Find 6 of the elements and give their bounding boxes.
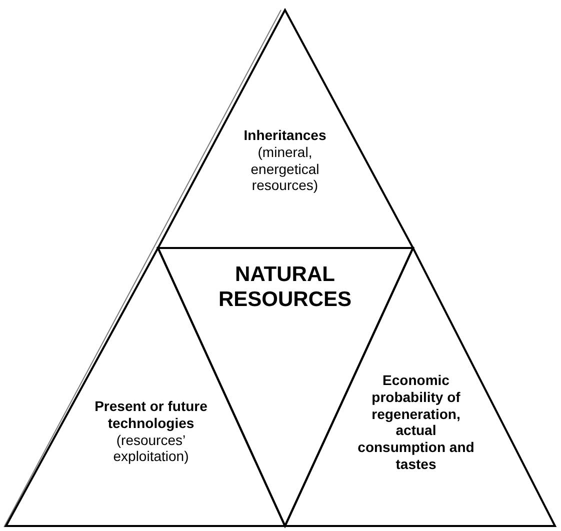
- section-note: (mineral, energetical resources): [250, 144, 320, 194]
- section-heading: Inheritances: [244, 127, 326, 144]
- section-note: (resources’ exploitation): [112, 432, 190, 466]
- section-heading: Economic probability of regeneration, actual consumption and tastes: [356, 372, 476, 473]
- section-heading: Present or future technologies: [94, 398, 208, 432]
- section-heading: NATURAL RESOURCES: [217, 262, 353, 312]
